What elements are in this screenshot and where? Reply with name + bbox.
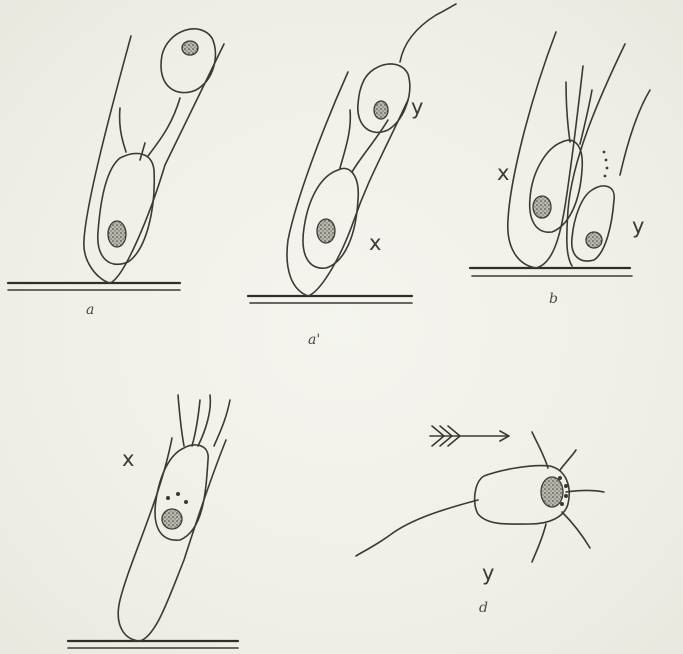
cell-body-x: [155, 445, 208, 540]
cilium: [566, 491, 604, 493]
granule: [603, 151, 606, 154]
cell-body-x: [303, 168, 358, 268]
panel-b: x y b: [470, 32, 650, 307]
granule: [564, 494, 568, 498]
granule: [604, 175, 607, 178]
panel-label-d: d: [479, 600, 488, 616]
nucleus: [317, 219, 335, 243]
granule: [176, 492, 180, 496]
cell-label-x: x: [122, 447, 134, 471]
tube-inner-wall: [340, 110, 350, 168]
tube-inner-wall: [148, 98, 180, 156]
panel-a: a: [8, 29, 224, 318]
tube-inner-wall: [214, 400, 230, 446]
tube-sheath: [287, 72, 408, 296]
granule: [605, 159, 608, 162]
cilium: [532, 432, 548, 468]
nucleus: [182, 41, 198, 55]
flagellum: [140, 143, 145, 160]
nucleus: [374, 101, 388, 119]
cell-label-x: x: [497, 161, 509, 185]
granule: [558, 476, 562, 480]
granule: [606, 167, 609, 170]
panel-label-a: a: [86, 302, 94, 318]
nucleus: [586, 232, 602, 248]
flagellum: [400, 4, 456, 62]
panel-a-prime: y x a': [248, 4, 456, 348]
panel-label-a-prime: a': [308, 332, 320, 348]
nucleus: [541, 477, 563, 507]
nucleus: [162, 509, 182, 529]
cell-label-y: y: [411, 95, 423, 119]
swarm-cell-y: [358, 64, 410, 132]
swarm-cell: [161, 29, 215, 93]
granule: [166, 496, 170, 500]
cilium: [560, 450, 576, 470]
flagellum: [356, 500, 478, 556]
granule: [564, 484, 568, 488]
cell-body: [98, 154, 154, 265]
cell-label-y: y: [482, 561, 494, 585]
panel-label-b: b: [549, 291, 558, 307]
tube-inner-wall: [178, 395, 184, 446]
nucleus: [533, 196, 551, 218]
granule: [184, 500, 188, 504]
tube-inner-wall: [566, 82, 570, 142]
cell-label-x: x: [369, 231, 381, 255]
tube-sheath-y: [620, 90, 650, 175]
granule: [560, 502, 564, 506]
tube-inner-wall: [192, 400, 200, 446]
nucleus: [108, 221, 126, 247]
tube-sheath: [84, 36, 224, 283]
cell-body-x: [530, 140, 583, 232]
cilium: [532, 524, 546, 562]
tube-inner-wall: [352, 120, 388, 172]
panel-c: x: [68, 395, 238, 648]
tube-inner-wall: [120, 108, 126, 152]
panel-d: y d: [356, 426, 604, 616]
cell-label-y: y: [632, 214, 644, 238]
cilium: [562, 512, 590, 548]
